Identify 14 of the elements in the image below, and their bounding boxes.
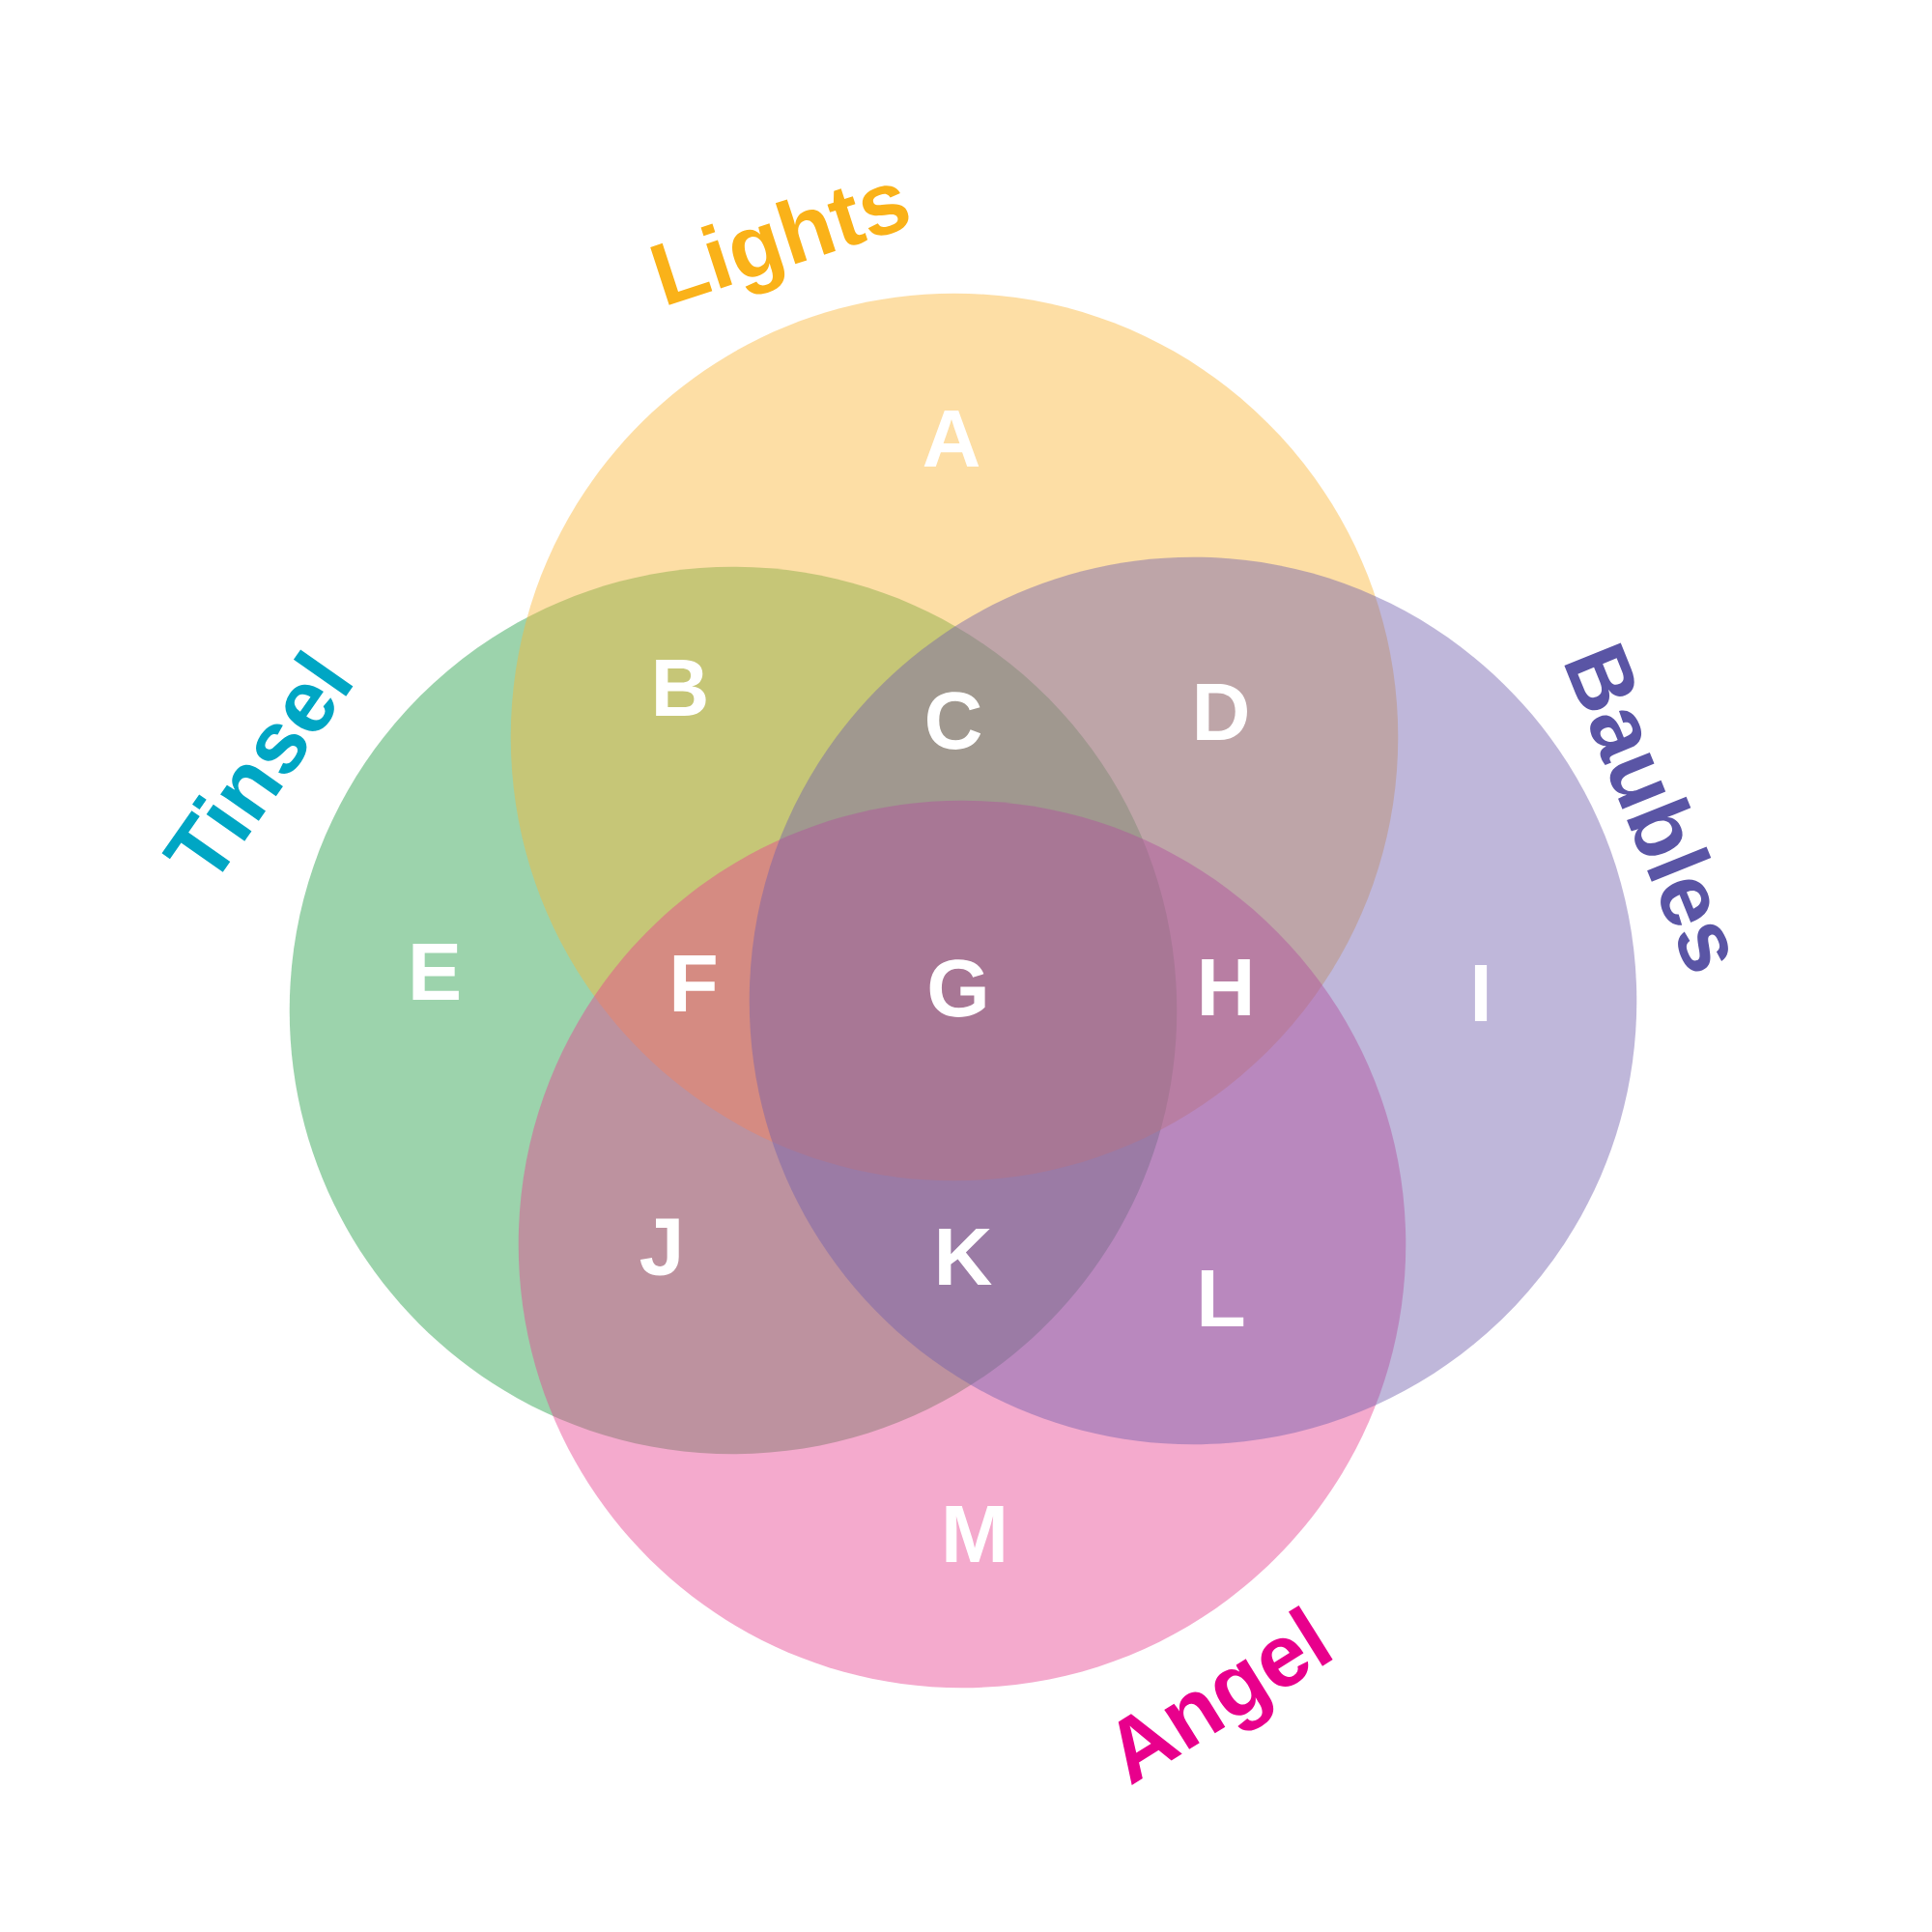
region-letter: F (673, 954, 716, 1012)
region-letter: M (946, 1506, 1004, 1563)
region-letter: I (1474, 964, 1488, 1022)
region-letter: D (1197, 683, 1247, 741)
region-letter: C (927, 692, 981, 750)
region-letter: B (656, 659, 706, 717)
region-letter: K (939, 1228, 992, 1286)
region-letter: H (1202, 958, 1250, 1016)
region-letter: E (412, 943, 459, 1001)
region-letter: L (1201, 1269, 1244, 1327)
region-letter: A (923, 410, 980, 468)
region-letter: G (929, 959, 985, 1017)
region-letter: J (639, 1218, 679, 1276)
set-label: Lights (650, 185, 909, 305)
